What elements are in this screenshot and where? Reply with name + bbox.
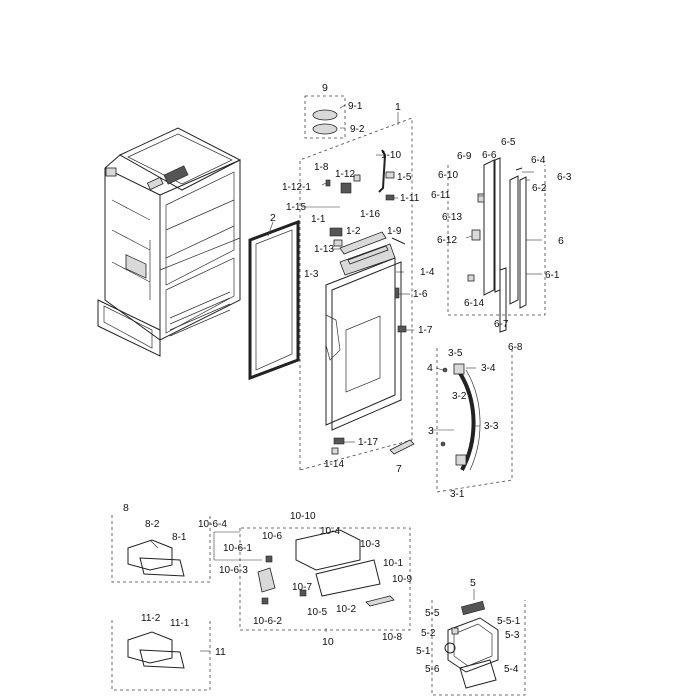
label-9-2: 9-2 bbox=[350, 124, 365, 135]
part-8-group bbox=[111, 515, 211, 583]
door-assembly-frame bbox=[299, 117, 413, 471]
label-1-16: 1-16 bbox=[360, 209, 380, 220]
refrigerator-cabinet bbox=[97, 127, 242, 357]
label-1-10: 1-10 bbox=[381, 150, 401, 161]
label-1-12-1: 1-12-1 bbox=[282, 182, 311, 193]
label-10-7: 10-7 bbox=[292, 582, 312, 593]
door-gasket bbox=[248, 219, 300, 381]
label-6-7: 6-7 bbox=[494, 319, 509, 330]
door-trim-group bbox=[447, 157, 546, 333]
label-1-15: 1-15 bbox=[286, 202, 306, 213]
label-9: 9 bbox=[322, 82, 328, 94]
label-5: 5 bbox=[470, 577, 476, 589]
label-10-10: 10-10 bbox=[290, 511, 316, 522]
label-1-4: 1-4 bbox=[420, 267, 435, 278]
label-5-4: 5-4 bbox=[504, 664, 519, 675]
part-9-group bbox=[304, 95, 346, 139]
label-10-5: 10-5 bbox=[307, 607, 327, 618]
leader-lines bbox=[200, 104, 542, 652]
label-1-6: 1-6 bbox=[413, 289, 428, 300]
label-10-6-3: 10-6-3 bbox=[219, 565, 248, 576]
label-11: 11 bbox=[215, 646, 226, 658]
door-handle bbox=[436, 348, 513, 493]
label-6-3: 6-3 bbox=[557, 172, 572, 183]
part-10-group bbox=[239, 527, 411, 631]
label-1: 1 bbox=[395, 101, 401, 113]
label-5-6: 5-6 bbox=[425, 664, 440, 675]
label-5-5: 5-5 bbox=[425, 608, 440, 619]
label-10-4: 10-4 bbox=[320, 526, 340, 537]
label-6: 6 bbox=[558, 235, 564, 247]
label-1-5: 1-5 bbox=[397, 172, 412, 183]
label-6-5: 6-5 bbox=[501, 137, 516, 148]
door-small-parts bbox=[325, 149, 407, 455]
label-6-1: 6-1 bbox=[545, 270, 560, 281]
label-10-3: 10-3 bbox=[360, 539, 380, 550]
label-2: 2 bbox=[270, 212, 276, 224]
fridge-door bbox=[325, 243, 402, 431]
label-10-9: 10-9 bbox=[392, 574, 412, 585]
label-11-2: 11-2 bbox=[141, 613, 161, 624]
label-1-3: 1-3 bbox=[304, 269, 319, 280]
label-5-3: 5-3 bbox=[505, 630, 520, 641]
label-8-1: 8-1 bbox=[172, 532, 187, 543]
label-5-2: 5-2 bbox=[421, 628, 436, 639]
label-3-4: 3-4 bbox=[481, 363, 496, 374]
callout-labels: 9 9-1 9-2 1 1-10 1-8 1-12 1-5 1-12-1 1-1… bbox=[123, 82, 572, 675]
label-6-11: 6-11 bbox=[431, 190, 451, 201]
label-1-8: 1-8 bbox=[314, 162, 329, 173]
label-10-6-1: 10-6-1 bbox=[223, 543, 252, 554]
label-1-12: 1-12 bbox=[335, 169, 355, 180]
label-10-6-4: 10-6-4 bbox=[198, 519, 227, 530]
label-6-8: 6-8 bbox=[508, 342, 523, 353]
label-10-6-2: 10-6-2 bbox=[253, 616, 282, 627]
label-6-10: 6-10 bbox=[438, 170, 458, 181]
label-5-1: 5-1 bbox=[416, 646, 431, 657]
label-10-2: 10-2 bbox=[336, 604, 356, 615]
label-4: 4 bbox=[427, 362, 433, 374]
label-1-14: 1-14 bbox=[324, 459, 344, 470]
label-8-2: 8-2 bbox=[145, 519, 160, 530]
part-5-group bbox=[431, 600, 526, 696]
part-7-shape bbox=[389, 439, 415, 455]
label-10-1: 10-1 bbox=[383, 558, 403, 569]
label-3-1: 3-1 bbox=[450, 489, 465, 500]
label-6-9: 6-9 bbox=[457, 151, 472, 162]
label-6-14: 6-14 bbox=[464, 298, 484, 309]
label-6-6: 6-6 bbox=[482, 150, 497, 161]
label-3-2: 3-2 bbox=[452, 391, 467, 402]
label-6-12: 6-12 bbox=[437, 235, 457, 246]
label-7: 7 bbox=[396, 463, 402, 475]
label-10-8: 10-8 bbox=[382, 632, 402, 643]
label-1-13: 1-13 bbox=[314, 244, 334, 255]
label-10-6: 10-6 bbox=[262, 531, 282, 542]
label-1-2: 1-2 bbox=[346, 226, 361, 237]
label-9-1: 9-1 bbox=[348, 101, 363, 112]
label-5-5-1: 5-5-1 bbox=[497, 616, 521, 627]
label-1-1: 1-1 bbox=[311, 214, 326, 225]
label-1-17: 1-17 bbox=[358, 437, 378, 448]
label-8: 8 bbox=[123, 502, 129, 514]
label-3-5: 3-5 bbox=[448, 348, 463, 359]
label-1-7: 1-7 bbox=[418, 325, 433, 336]
label-6-2: 6-2 bbox=[532, 183, 547, 194]
label-6-4: 6-4 bbox=[531, 155, 546, 166]
label-10: 10 bbox=[322, 636, 334, 648]
label-11-1: 11-1 bbox=[170, 618, 190, 629]
label-6-13: 6-13 bbox=[442, 212, 462, 223]
label-1-9: 1-9 bbox=[387, 226, 402, 237]
label-3-3: 3-3 bbox=[484, 421, 499, 432]
label-3: 3 bbox=[428, 425, 434, 437]
label-1-11: 1-11 bbox=[400, 193, 420, 204]
part-11-group bbox=[111, 620, 211, 691]
